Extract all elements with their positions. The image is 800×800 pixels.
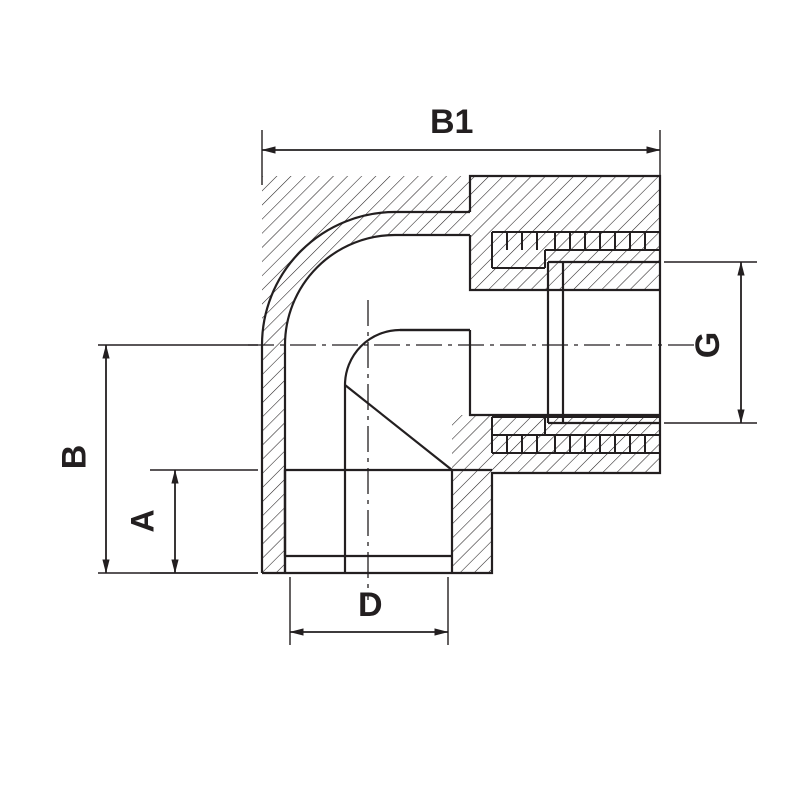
- dim-label-b: B: [55, 444, 94, 470]
- fitting-body: [262, 176, 660, 573]
- internal-bore-cavity: [285, 235, 660, 573]
- thread-teeth-lower: [492, 434, 660, 453]
- dimension-d: [289, 577, 449, 645]
- dimension-g: [664, 261, 757, 424]
- thread-teeth-upper: [506, 232, 646, 250]
- dim-label-a: A: [124, 509, 161, 533]
- dim-label-d: D: [358, 586, 383, 624]
- dim-label-b1: B1: [430, 103, 474, 141]
- thread-detail-group: [491, 231, 660, 454]
- dimension-b: [98, 344, 258, 574]
- centerlines: [248, 300, 700, 600]
- dimension-a: [150, 469, 258, 574]
- dim-label-g: G: [689, 331, 728, 359]
- dimension-b1: [261, 130, 661, 185]
